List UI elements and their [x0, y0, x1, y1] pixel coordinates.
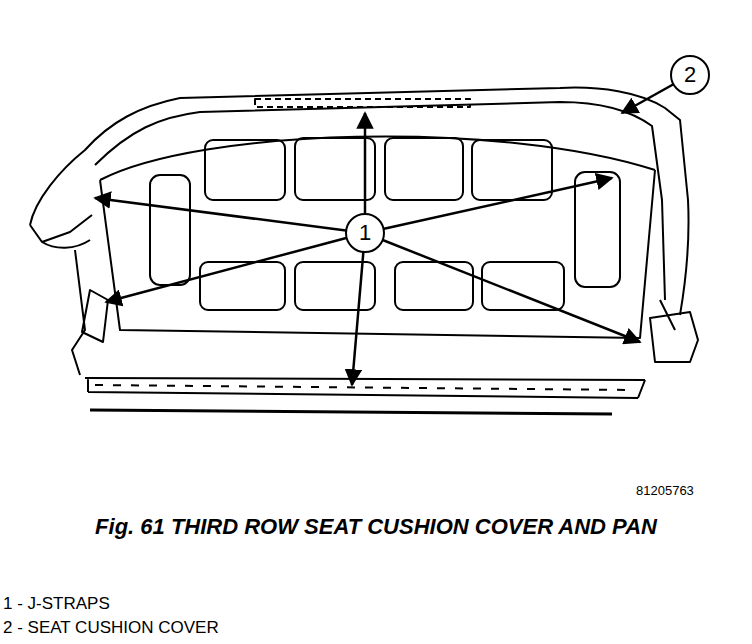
- left-roll: [30, 215, 92, 248]
- pan-panel: [482, 262, 564, 310]
- leader-lines: [95, 75, 690, 385]
- leader-arrow: [365, 178, 612, 233]
- callout-circle: 2: [670, 55, 710, 95]
- callout-number: 2: [684, 64, 696, 86]
- leader-arrow: [95, 198, 365, 233]
- callout-number: 1: [359, 222, 371, 244]
- pan-panel: [150, 175, 190, 285]
- pan-panel: [472, 140, 552, 200]
- callout-circle: 1: [345, 213, 385, 253]
- front-rail: [85, 378, 645, 398]
- cushion-cover-outline: [30, 88, 689, 315]
- pan-panel: [385, 138, 463, 200]
- figure-number: 81205763: [636, 483, 694, 499]
- pan-panel: [295, 138, 375, 200]
- pan-body: [100, 136, 655, 338]
- legend-line: 2 - SEAT CUSHION COVER: [3, 618, 219, 638]
- leader-arrow: [106, 233, 365, 302]
- figure-caption: Fig. 61 THIRD ROW SEAT CUSHION COVER AND…: [26, 510, 726, 543]
- leader-arrow: [365, 233, 640, 342]
- pan-panel: [205, 140, 285, 200]
- side-rails: [72, 250, 675, 375]
- front-rail-slots: [95, 385, 635, 390]
- top-slot-row: [255, 99, 470, 107]
- pan-panel: [575, 172, 620, 287]
- front-rod: [90, 410, 612, 414]
- pan-panels: [150, 138, 620, 310]
- right-tab: [650, 312, 698, 362]
- pan-panel: [395, 262, 473, 310]
- seat-pan: [30, 88, 698, 414]
- cover-inner-edge: [95, 102, 665, 300]
- legend-line: 1 - J-STRAPS: [3, 594, 110, 614]
- leader-arrow: [352, 233, 365, 385]
- pan-panel: [200, 262, 285, 310]
